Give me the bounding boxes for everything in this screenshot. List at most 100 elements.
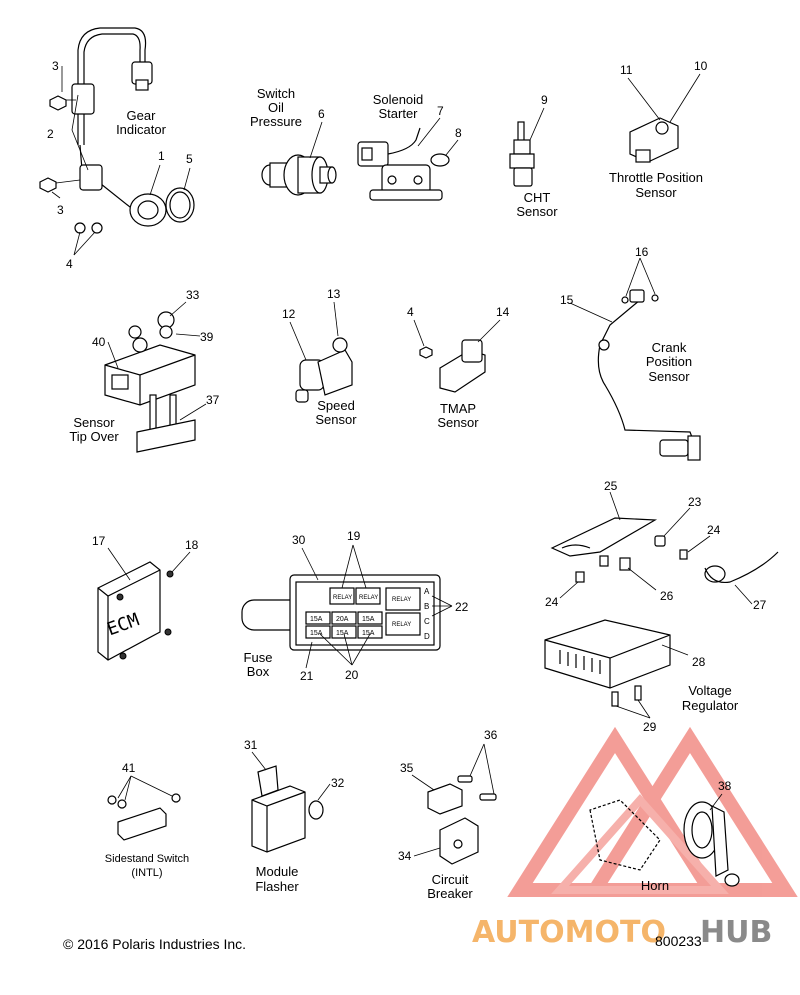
callout-3: 3 xyxy=(52,59,59,73)
sensor-tip-over-label-1: Sensor xyxy=(73,415,115,430)
callout-40: 40 xyxy=(92,335,106,349)
voltage-regulator-label-1: Voltage xyxy=(688,683,731,698)
starter-solenoid xyxy=(357,117,459,201)
relay-bracket-hardware xyxy=(550,491,779,605)
solenoid-starter-label-1: Solenoid xyxy=(373,92,424,107)
cht-sensor xyxy=(509,107,545,187)
callout-19: 19 xyxy=(347,529,361,543)
callout-17: 17 xyxy=(92,534,106,548)
fuse-relay-1: RELAY xyxy=(333,595,352,601)
crank-position-label-3: Sensor xyxy=(648,369,690,384)
watermark-hub: HUB xyxy=(700,915,772,950)
callout-36: 36 xyxy=(484,728,498,742)
callout-1: 1 xyxy=(158,149,165,163)
fuse-box-label-2: Box xyxy=(247,664,270,679)
oil-pressure-switch xyxy=(261,121,337,196)
fuse-row-d: D xyxy=(424,632,430,641)
speed-sensor xyxy=(289,301,353,403)
callout-31: 31 xyxy=(244,738,258,752)
callout-24: 24 xyxy=(707,523,721,537)
copyright-notice: © 2016 Polaris Industries Inc. xyxy=(63,936,247,952)
circuit-breaker-label-1: Circuit xyxy=(432,872,469,887)
callout-27: 27 xyxy=(753,598,767,612)
callout-4: 4 xyxy=(407,305,414,319)
callout-24: 24 xyxy=(545,595,559,609)
fuse-rating-6: 15A xyxy=(362,630,375,637)
throttle-position-label-2: Sensor xyxy=(635,185,677,200)
voltage-regulator-label-2: Regulator xyxy=(682,698,739,713)
crank-position-sensor xyxy=(569,257,701,461)
solenoid-starter-label-2: Starter xyxy=(378,106,418,121)
sensor-tip-over-label-2: Tip Over xyxy=(69,429,119,444)
cht-sensor-label-2: Sensor xyxy=(516,204,558,219)
callout-3: 3 xyxy=(57,203,64,217)
callout-38: 38 xyxy=(718,779,732,793)
fuse-row-a: A xyxy=(424,587,430,596)
callout-34: 34 xyxy=(398,849,412,863)
callout-4: 4 xyxy=(66,257,73,271)
sidestand-switch-label-1: Sidestand Switch xyxy=(105,853,189,865)
callout-22: 22 xyxy=(455,600,469,614)
callout-15: 15 xyxy=(560,293,574,307)
callout-20: 20 xyxy=(345,668,359,682)
switch-oil-pressure-label-2: Oil xyxy=(268,100,284,115)
switch-oil-pressure-label-3: Pressure xyxy=(250,114,302,129)
watermark-automoto: AUTOMOTO xyxy=(472,915,666,950)
speed-sensor-label-1: Speed xyxy=(317,398,355,413)
callout-39: 39 xyxy=(200,330,214,344)
fuse-box-label-1: Fuse xyxy=(244,650,273,665)
callout-7: 7 xyxy=(437,104,444,118)
callout-35: 35 xyxy=(400,761,414,775)
callout-14: 14 xyxy=(496,305,510,319)
callout-2: 2 xyxy=(47,127,54,141)
fuse-rating-5: 15A xyxy=(336,630,349,637)
callout-29: 29 xyxy=(643,720,657,734)
callout-33: 33 xyxy=(186,288,200,302)
tmap-sensor-label-2: Sensor xyxy=(437,415,479,430)
fuse-relay-3: RELAY xyxy=(392,597,411,603)
watermark-logo xyxy=(507,726,798,897)
callout-26: 26 xyxy=(660,589,674,603)
callout-21: 21 xyxy=(300,669,314,683)
cht-sensor-label-1: CHT xyxy=(524,190,551,205)
callout-32: 32 xyxy=(331,776,345,790)
throttle-position-label-1: Throttle Position xyxy=(609,170,703,185)
crank-position-label-2: Position xyxy=(646,354,692,369)
callout-41: 41 xyxy=(122,761,136,775)
sidestand-switch xyxy=(107,775,181,841)
tip-over-sensor xyxy=(104,301,207,453)
tmap-sensor-label-1: TMAP xyxy=(440,401,476,416)
watermark-text: AUTOMOTO HUB xyxy=(472,915,772,950)
module-flasher xyxy=(251,751,331,853)
callout-16: 16 xyxy=(635,245,649,259)
circuit-breaker-label-2: Breaker xyxy=(427,886,473,901)
gear-indicator-assembly xyxy=(39,27,195,256)
callout-5: 5 xyxy=(186,152,193,166)
fuse-row-b: B xyxy=(424,602,429,611)
callout-8: 8 xyxy=(455,126,462,140)
callout-10: 10 xyxy=(694,59,708,73)
fuse-rating-3: 15A xyxy=(362,616,375,623)
callout-18: 18 xyxy=(185,538,199,552)
circuit-breaker xyxy=(411,743,497,865)
fuse-rating-4: 15A xyxy=(310,630,323,637)
module-flasher-label-2: Flasher xyxy=(255,879,299,894)
callout-30: 30 xyxy=(292,533,306,547)
sidestand-switch-label-2: (INTL) xyxy=(131,867,162,879)
callout-13: 13 xyxy=(327,287,341,301)
voltage-regulator xyxy=(544,619,689,719)
fuse-relay-2: RELAY xyxy=(359,595,378,601)
diagram-number: 800233 xyxy=(655,933,702,949)
horn-label: Horn xyxy=(641,878,669,893)
fuse-row-c: C xyxy=(424,617,430,626)
switch-oil-pressure-label-1: Switch xyxy=(257,86,295,101)
gear-indicator-label-1: Gear xyxy=(127,108,157,123)
fuse-rating-1: 15A xyxy=(310,616,323,623)
callout-23: 23 xyxy=(688,495,702,509)
throttle-position-sensor xyxy=(627,73,701,163)
callout-12: 12 xyxy=(282,307,296,321)
gear-indicator-label-2: Indicator xyxy=(116,122,167,137)
callout-11: 11 xyxy=(620,63,633,77)
callout-9: 9 xyxy=(541,93,548,107)
